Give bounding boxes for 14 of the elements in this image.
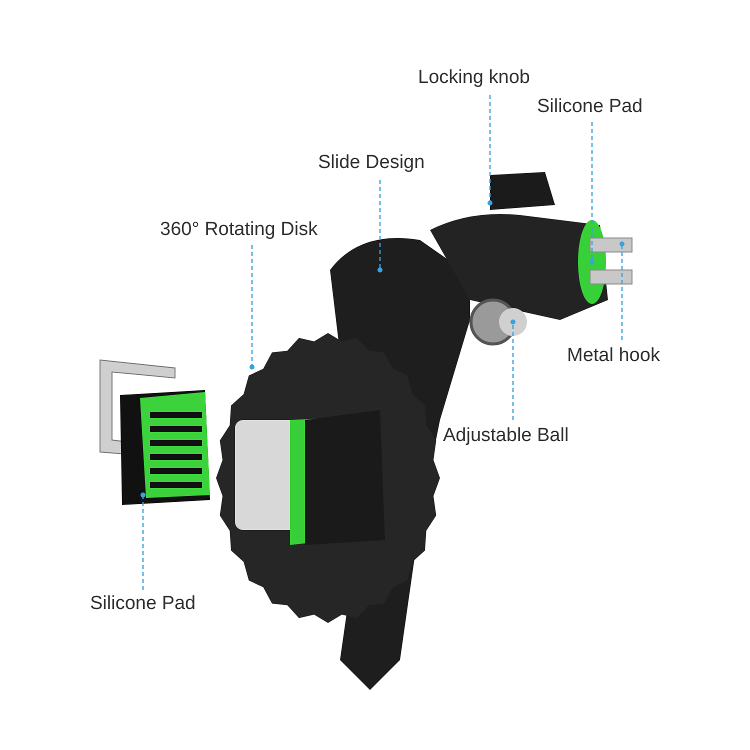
part-label: Silicone Pad: [537, 96, 643, 118]
leader-line: [140, 492, 146, 590]
part-label: Adjustable Ball: [443, 425, 569, 447]
part-label: Locking knob: [418, 67, 530, 89]
part-label: Silicone Pad: [90, 593, 196, 615]
leader-line: [510, 320, 516, 420]
leader-line: [488, 95, 492, 206]
leader-line: [620, 242, 624, 340]
leader-line: [590, 122, 594, 264]
leader-line: [378, 180, 382, 272]
part-label: Slide Design: [318, 152, 425, 174]
leader-line: [250, 245, 254, 370]
part-label: Metal hook: [567, 345, 660, 367]
part-label: 360° Rotating Disk: [160, 219, 318, 241]
